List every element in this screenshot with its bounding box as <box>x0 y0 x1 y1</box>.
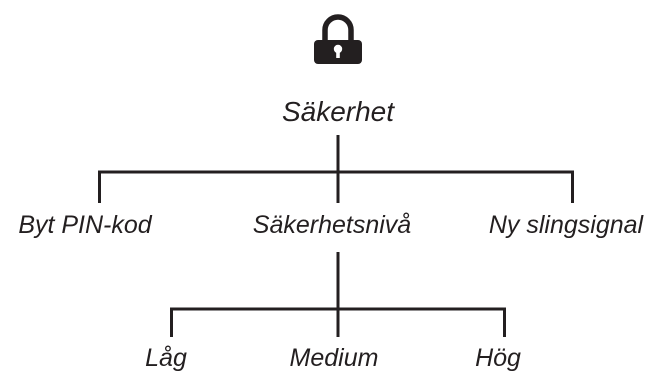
node-new-loop-signal: Ny slingsignal <box>488 211 644 239</box>
lock-icon <box>314 14 362 64</box>
root-node-label: Säkerhet <box>281 96 395 127</box>
node-high: Hög <box>475 344 521 372</box>
node-change-pin: Byt PIN-kod <box>18 211 152 239</box>
node-security-level: Säkerhetsnivå <box>252 211 412 239</box>
connector-root <box>98 135 574 203</box>
node-medium: Medium <box>289 344 379 372</box>
node-low: Låg <box>145 344 187 372</box>
connector-security-level <box>170 252 506 337</box>
